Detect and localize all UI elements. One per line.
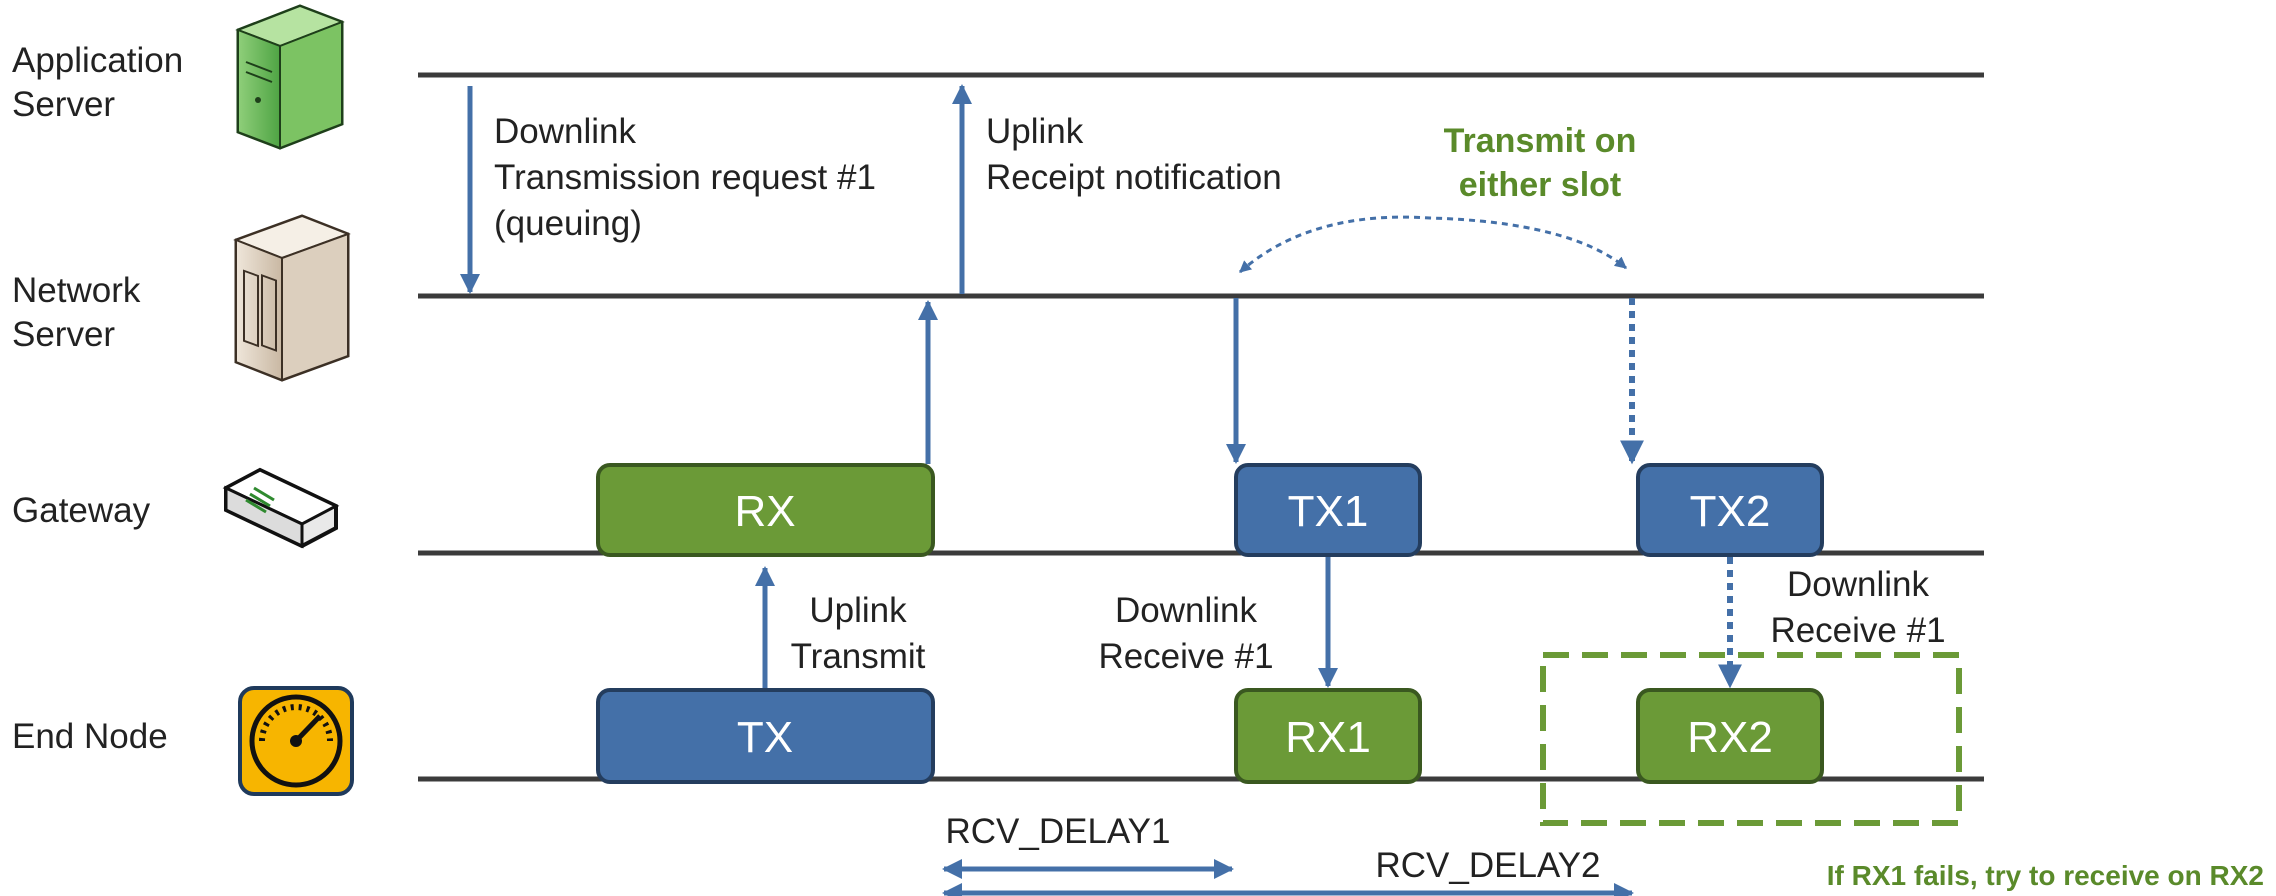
label-uplink-transmit-2: Transmit — [791, 637, 926, 676]
tier-label-gateway: Gateway — [12, 491, 151, 530]
gauge-meter-icon — [238, 686, 354, 796]
gateway-tx1-label: TX1 — [1288, 487, 1369, 536]
label-queuing: (queuing) — [494, 204, 642, 243]
label-downlink-receive2-1: Downlink — [1787, 565, 1929, 604]
arrow-either-slot — [1239, 215, 1627, 274]
gateway-tx1-box: TX1 — [1234, 463, 1422, 557]
label-downlink-receive2-2: Receive #1 — [1770, 611, 1945, 650]
node-rx1-label: RX1 — [1285, 713, 1371, 762]
tier-label-network-server: Server — [12, 315, 115, 354]
gateway-tx2-label: TX2 — [1690, 487, 1771, 536]
node-rx2-label: RX2 — [1687, 713, 1773, 762]
tier-label-network: Network — [12, 271, 141, 310]
label-downlink-receive1-1: Downlink — [1115, 591, 1257, 630]
label-rcv-delay2: RCV_DELAY2 — [1375, 846, 1600, 885]
server-cabinet-icon — [233, 214, 351, 382]
rx2-fallback-frame — [1540, 652, 1962, 826]
gateway-rx-box: RX — [596, 463, 935, 557]
label-uplink-transmit-1: Uplink — [809, 591, 907, 630]
label-rcv-delay1: RCV_DELAY1 — [945, 812, 1170, 851]
tier-label-application: Application — [12, 41, 183, 80]
gateway-tx2-box: TX2 — [1636, 463, 1824, 557]
note-rx1-fails: If RX1 fails, try to receive on RX2 — [1827, 860, 2264, 891]
node-tx-label: TX — [737, 713, 793, 762]
note-transmit-on: Transmit on — [1444, 122, 1637, 160]
server-tower-icon — [235, 4, 345, 150]
node-rx1-box: RX1 — [1234, 688, 1422, 784]
gateway-rx-label: RX — [734, 487, 795, 536]
tier-label-end-node: End Node — [12, 717, 168, 756]
label-uplink: Uplink — [986, 112, 1084, 151]
node-tx-box: TX — [596, 688, 935, 784]
tier-label-application-server: Server — [12, 85, 115, 124]
label-downlink: Downlink — [494, 112, 636, 151]
note-either-slot: either slot — [1459, 166, 1621, 204]
label-receipt-notification: Receipt notification — [986, 158, 1282, 197]
gateway-router-icon — [222, 467, 340, 549]
node-rx2-box: RX2 — [1636, 688, 1824, 784]
label-transmission-request: Transmission request #1 — [494, 158, 876, 197]
label-downlink-receive1-2: Receive #1 — [1098, 637, 1273, 676]
